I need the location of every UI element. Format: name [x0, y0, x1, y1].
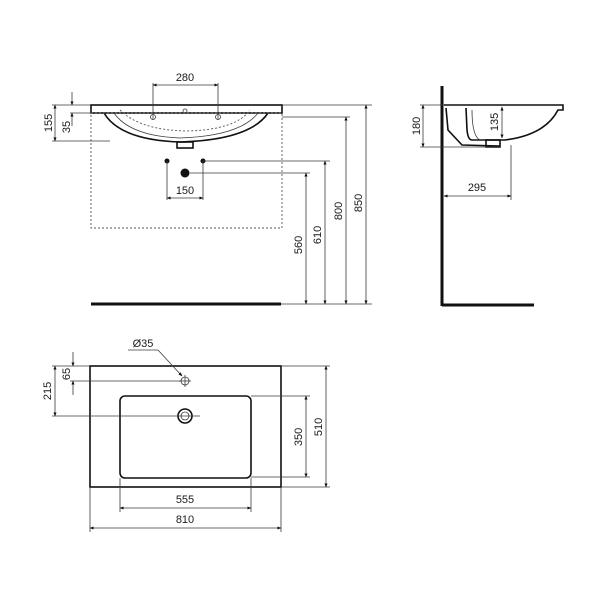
front-view: 280 155 35 150 560 610 800 850	[43, 72, 372, 306]
dim-waste-projection: 295	[468, 182, 486, 194]
dim-front-overall-height: 155	[43, 114, 55, 132]
bowl-top-outline	[119, 395, 252, 479]
waste-outlet	[176, 141, 194, 149]
dim-height-610: 610	[312, 226, 324, 244]
dim-rim-thickness: 35	[61, 121, 73, 133]
dim-top-bowl-depth: 350	[293, 428, 305, 446]
dim-tap-hole-diameter: Ø35	[133, 338, 154, 350]
dim-side-overall-height: 180	[411, 117, 423, 135]
basin-top-outline	[89, 365, 282, 488]
dim-tap-hole-offset: 65	[61, 368, 73, 380]
dim-height-850: 850	[353, 194, 365, 212]
dim-bowl-width: 555	[176, 494, 194, 506]
dim-waste-offset: 215	[42, 382, 54, 400]
side-view: 180 135 295	[411, 86, 564, 307]
dim-top-overall-depth: 510	[313, 418, 325, 436]
dim-trap-spacing: 150	[176, 185, 194, 197]
dim-height-800: 800	[333, 202, 345, 220]
dim-height-560: 560	[293, 236, 305, 254]
basin-rim	[90, 104, 283, 114]
dim-overall-width: 810	[176, 514, 194, 526]
top-view: Ø35 65 215 350 510 555 810	[42, 338, 330, 532]
dim-tap-spacing: 280	[176, 72, 194, 84]
side-basin-profile	[444, 104, 564, 141]
vanity-unit-outline	[90, 112, 283, 229]
waste-trap	[180, 168, 190, 178]
dim-side-bowl-depth: 135	[489, 113, 501, 131]
